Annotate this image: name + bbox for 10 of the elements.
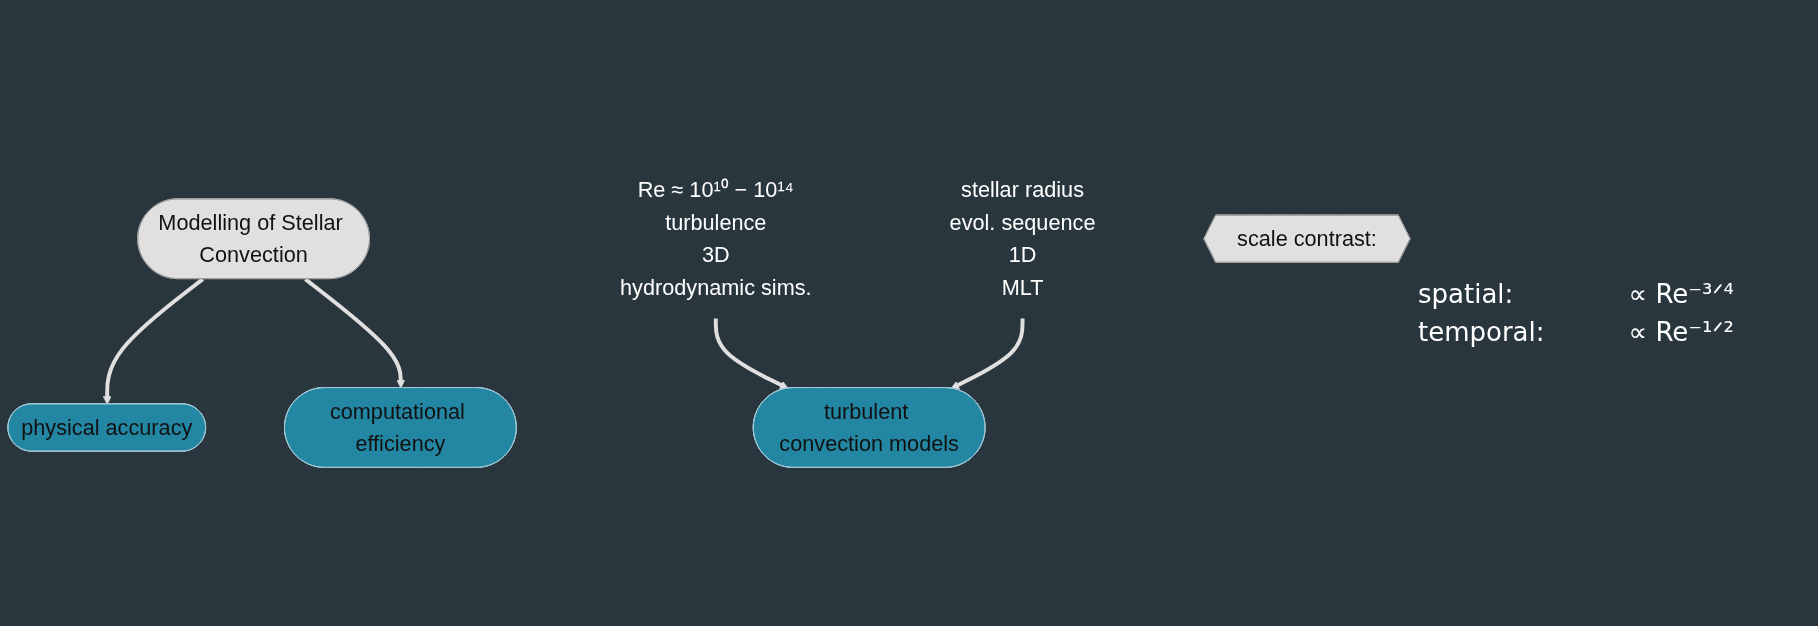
- arrow: [713, 318, 789, 389]
- formula-text: ∝ Re⁻¹ᐟ²: [1628, 317, 1735, 347]
- node-text: Re ≈ 10¹⁰ − 10¹⁴ turbulence 3D hydrodynamic sims.: [620, 177, 812, 300]
- arrow: [950, 318, 1025, 389]
- node-text: stellar radius evol. sequence 1D MLT: [949, 177, 1096, 300]
- arrow: [102, 277, 204, 405]
- formula-text: spatial:: [1418, 279, 1515, 309]
- arrow: [304, 277, 406, 389]
- formula-text: temporal:: [1418, 317, 1546, 347]
- formula-text: ∝ Re⁻³ᐟ⁴: [1628, 279, 1735, 309]
